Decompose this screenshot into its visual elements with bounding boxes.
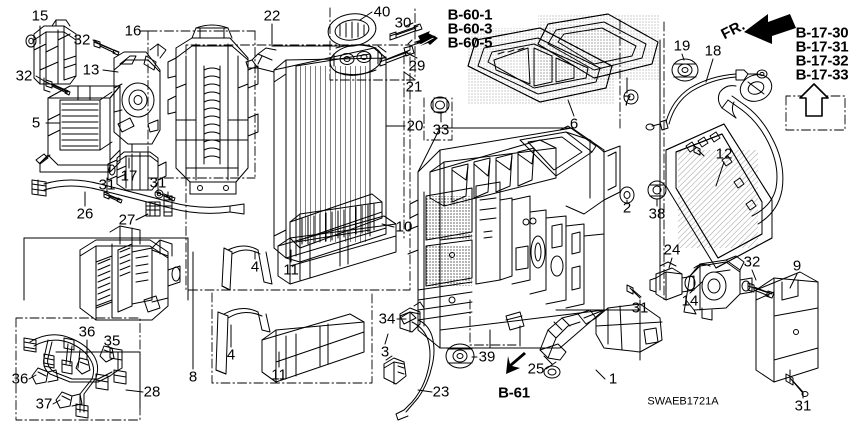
part-callout-28[interactable]: 28	[143, 383, 161, 401]
reference-label-b-60-3[interactable]: B-60-3	[447, 20, 493, 38]
part-callout-26[interactable]: 26	[76, 205, 94, 223]
part-callout-31[interactable]: 31	[631, 299, 649, 317]
part-callout-16[interactable]: 16	[124, 22, 142, 40]
reference-label-b-60-1[interactable]: B-60-1	[447, 6, 493, 24]
part-callout-4[interactable]: 4	[250, 258, 260, 276]
part-callout-8[interactable]: 8	[188, 368, 198, 386]
part-callout-24[interactable]: 24	[663, 241, 681, 259]
part-callout-34[interactable]: 34	[378, 310, 396, 328]
part-callout-21[interactable]: 21	[405, 78, 423, 96]
part-callout-20[interactable]: 20	[406, 117, 424, 135]
part-callout-13[interactable]: 13	[82, 61, 100, 79]
part-callout-6[interactable]: 6	[569, 115, 579, 133]
reference-label-b-17-33[interactable]: B-17-33	[795, 66, 849, 84]
part-callout-4[interactable]: 4	[226, 346, 236, 364]
part-callout-11[interactable]: 11	[271, 366, 287, 384]
part-callout-30[interactable]: 30	[394, 14, 412, 32]
part-callout-11[interactable]: 11	[283, 261, 299, 279]
part-callout-32[interactable]: 32	[73, 31, 91, 49]
part-callout-31[interactable]: 31	[149, 174, 167, 192]
part-callout-12[interactable]: 12	[715, 145, 733, 163]
part-callout-5[interactable]: 5	[31, 114, 41, 132]
part-callout-3[interactable]: 3	[380, 343, 390, 361]
reference-label-b-61[interactable]: B-61	[498, 384, 530, 402]
part-callout-27[interactable]: 27	[118, 211, 136, 229]
part-callout-31[interactable]: 31	[794, 397, 812, 415]
reference-label-b-17-30[interactable]: B-17-30	[795, 24, 849, 42]
part-callout-37[interactable]: 37	[35, 395, 53, 413]
part-callout-32[interactable]: 32	[15, 67, 33, 85]
part-callout-17[interactable]: 17	[120, 167, 138, 185]
part-callout-22[interactable]: 22	[263, 7, 281, 25]
part-callout-35[interactable]: 35	[103, 332, 121, 350]
part-callout-9[interactable]: 9	[792, 257, 802, 275]
reference-label-b-60-5[interactable]: B-60-5	[447, 34, 493, 52]
part-callout-14[interactable]: 14	[681, 292, 699, 310]
part-callout-25[interactable]: 25	[527, 360, 545, 378]
part-callout-2[interactable]: 2	[622, 199, 632, 217]
part-callout-19[interactable]: 19	[673, 37, 691, 55]
part-callout-39[interactable]: 39	[478, 348, 496, 366]
part-callout-36[interactable]: 36	[11, 370, 29, 388]
part-callout-7[interactable]: 7	[622, 92, 632, 110]
part-callout-32[interactable]: 32	[743, 253, 761, 271]
part-callout-10[interactable]: 10	[395, 218, 413, 236]
diagram-id-label: SWAEB1721A	[647, 395, 719, 408]
reference-label-b-17-32[interactable]: B-17-32	[795, 52, 849, 70]
part-callout-23[interactable]: 23	[432, 383, 450, 401]
part-callout-1[interactable]: 1	[608, 370, 618, 388]
part-callout-36[interactable]: 36	[78, 323, 96, 341]
part-callout-38[interactable]: 38	[648, 205, 666, 223]
part-callout-33[interactable]: 33	[432, 121, 450, 139]
part-callout-40[interactable]: 40	[373, 3, 391, 21]
part-callout-15[interactable]: 15	[31, 7, 49, 25]
part-callout-29[interactable]: 29	[408, 57, 426, 75]
part-callout-18[interactable]: 18	[704, 42, 722, 60]
part-callout-31[interactable]: 31	[98, 176, 116, 194]
reference-label-b-17-31[interactable]: B-17-31	[795, 38, 849, 56]
